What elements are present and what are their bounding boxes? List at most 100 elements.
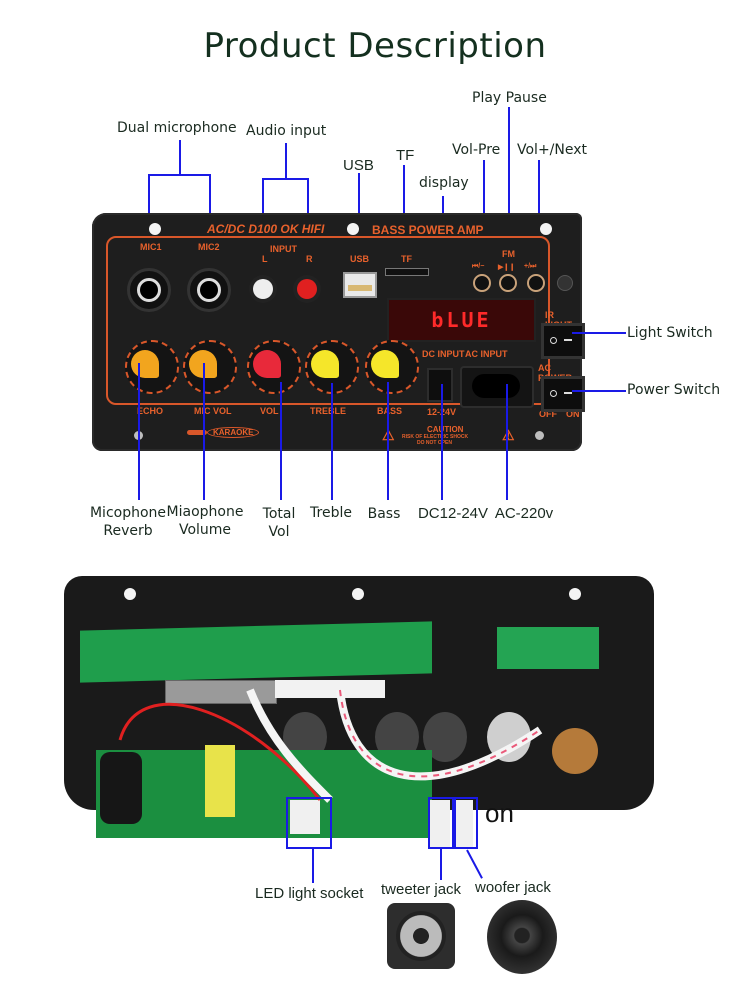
callout-line — [312, 847, 314, 883]
off-label: OFF — [539, 409, 557, 419]
callout-line — [506, 384, 508, 500]
panel-frame — [106, 236, 550, 405]
caution-title: CAUTION — [427, 425, 464, 434]
label-ac: AC-220v — [494, 505, 554, 522]
tweeter-connector — [430, 800, 450, 848]
play-pause-button[interactable] — [499, 274, 517, 292]
power-switch[interactable] — [541, 376, 585, 412]
stray-text: on — [485, 798, 514, 828]
callout-line — [572, 332, 626, 334]
usb-port[interactable] — [343, 272, 377, 298]
label-led-socket: LED light socket — [255, 885, 364, 902]
capacitor — [100, 752, 142, 824]
bass-knob[interactable] — [365, 340, 419, 394]
callout-line — [572, 390, 626, 392]
mic-vol-knob[interactable] — [183, 340, 237, 394]
callout-line — [138, 363, 140, 500]
wires-graphic — [118, 688, 543, 803]
knob-label-treble: TREBLE — [310, 406, 346, 416]
input-label: INPUT — [270, 244, 297, 254]
next-vol-up-button[interactable] — [527, 274, 545, 292]
callout-line — [440, 847, 442, 880]
mount-hole — [149, 223, 161, 235]
mount-hole — [124, 588, 136, 600]
potentiometer-bracket — [552, 728, 598, 774]
mount-hole — [569, 588, 581, 600]
woofer-connector — [453, 800, 473, 848]
control-pcb — [80, 621, 432, 683]
highlight-woofer-jack — [454, 797, 478, 849]
page-title: Product Description — [203, 26, 547, 66]
caution-line-1: RISK OF ELECTRIC SHOCK — [402, 434, 469, 440]
mic2-label: MIC2 — [198, 242, 220, 252]
usb-panel-label: USB — [350, 254, 370, 264]
tf-card-slot[interactable] — [385, 268, 429, 276]
btn-play-label: ▶❙❙ — [498, 264, 516, 271]
vol-knob[interactable] — [247, 340, 301, 394]
label-bass: Bass — [367, 506, 401, 522]
label-power-switch: Power Switch — [627, 382, 721, 398]
knob-cap — [253, 350, 281, 378]
knob-label-echo: ECHO — [137, 406, 164, 416]
highlight-led-socket — [286, 797, 332, 849]
panel-model-text: AC/DC D100 OK HIFI — [207, 222, 325, 236]
mount-hole — [347, 223, 359, 235]
mic2-jack[interactable] — [187, 268, 231, 312]
callout-line — [387, 382, 389, 500]
ribbon-wire — [336, 689, 543, 781]
label-dual-microphone: Dual microphone — [117, 120, 237, 136]
mount-hole — [535, 431, 544, 440]
btn-prev-label: ⏮/− — [472, 263, 485, 270]
label-tf: TF — [396, 147, 415, 164]
btn-next-label: +/⏭ — [524, 263, 537, 270]
knob-cap — [131, 350, 159, 378]
dc-input-jack[interactable] — [427, 368, 453, 402]
knob-label-bass: BASS — [377, 406, 403, 416]
callout-line — [466, 849, 483, 879]
knob-cap — [371, 350, 399, 378]
panel-brand-text: BASS POWER AMP — [372, 223, 484, 237]
light-switch[interactable] — [541, 323, 585, 359]
led-display: bLUE — [387, 298, 536, 342]
ribbon-wire — [246, 688, 333, 803]
label-display: display — [419, 175, 469, 191]
led-socket-connector — [290, 800, 320, 834]
callout-line — [331, 383, 333, 500]
tweeter-speaker-icon — [387, 903, 455, 969]
echo-knob[interactable] — [125, 340, 179, 394]
transformer — [205, 745, 235, 817]
red-wire — [118, 702, 322, 801]
knob-label-vol: VOL — [260, 406, 279, 416]
caution-line-2: DO NOT OPEN — [417, 440, 453, 446]
input-l-label: L — [262, 254, 268, 264]
label-light-switch: Light Switch — [627, 325, 713, 341]
label-tweeter-jack: tweeter jack — [381, 881, 462, 898]
ac-input-label: AC INPUT — [465, 349, 508, 359]
label-dc: DC12-24V — [417, 505, 489, 522]
on-label: ON — [566, 409, 580, 419]
rca-left-input[interactable] — [249, 275, 277, 303]
tf-panel-label: TF — [401, 254, 412, 264]
callout-line — [508, 107, 510, 280]
fm-label: FM — [502, 249, 515, 259]
mic1-jack[interactable] — [127, 268, 171, 312]
ribbon-connector — [275, 680, 385, 698]
microphone-icon — [187, 430, 207, 435]
label-usb: USB — [343, 157, 374, 174]
prev-vol-down-button[interactable] — [473, 274, 491, 292]
ribbon-stripe — [339, 689, 541, 778]
label-play-pause: Play Pause — [472, 90, 547, 106]
label-treble: Treble — [310, 505, 352, 521]
rca-right-input[interactable] — [293, 275, 321, 303]
display-text: bLUE — [431, 308, 492, 332]
dc-input-label: DC INPUT — [422, 349, 465, 359]
knob-cap — [311, 350, 339, 378]
input-r-label: R — [306, 254, 313, 264]
callout-bracket — [148, 174, 210, 176]
woofer-speaker-icon — [487, 900, 557, 974]
callout-line — [203, 363, 205, 500]
karaoke-badge: KARAOKE — [207, 427, 260, 438]
ac-input-socket[interactable] — [460, 366, 534, 408]
mount-hole — [540, 223, 552, 235]
